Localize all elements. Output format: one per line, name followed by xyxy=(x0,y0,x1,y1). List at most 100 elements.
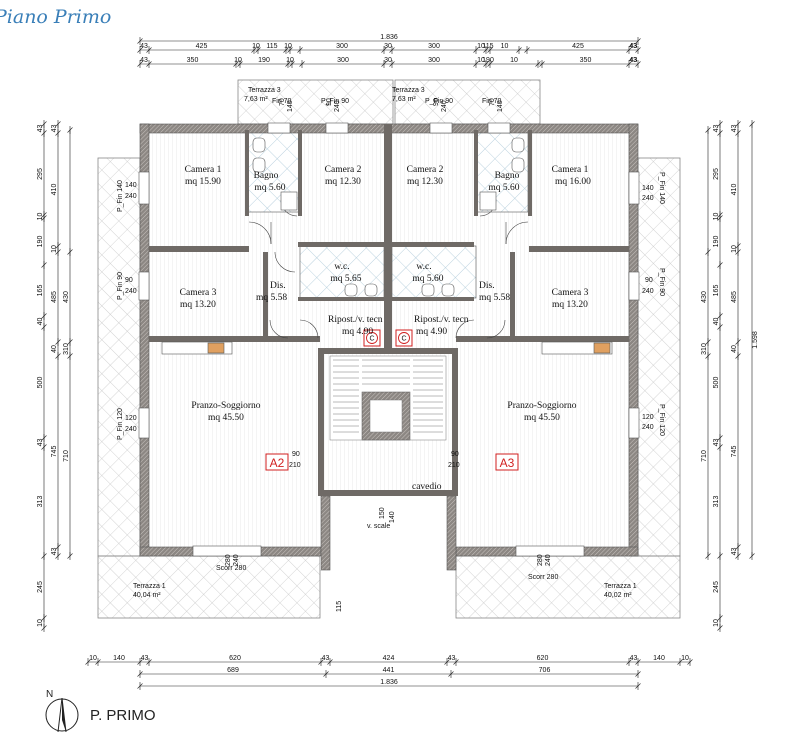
dimension-left-inner: 10 xyxy=(51,245,58,253)
room-ripost-right-area: mq 4.90 xyxy=(416,327,447,337)
c-marker-right: C xyxy=(401,336,406,343)
dimension-right-outer: 313 xyxy=(713,496,720,508)
dimension-left-inner: 745 xyxy=(51,446,58,458)
w90-left: 90 xyxy=(125,277,133,284)
w240-left-b: 240 xyxy=(125,288,137,295)
terrace-top-right-name: Terrazza 3 xyxy=(392,87,425,94)
dimension-bottom-1: 43 xyxy=(448,655,456,662)
dimension-right-windows: 310 xyxy=(701,343,708,355)
dimension-bottom-1: 140 xyxy=(653,655,665,662)
dimension-right-inner: 43 xyxy=(731,548,738,556)
room-camera2-right-name: Camera 2 xyxy=(407,165,444,175)
plan-title: Piano Primo xyxy=(0,6,112,28)
dimension-left-inner: 43 xyxy=(51,548,58,556)
dimension-right-outer: 245 xyxy=(713,581,720,593)
dimension-left-inner: 40 xyxy=(51,345,58,353)
dimension-bottom-1: 43 xyxy=(141,655,149,662)
fin90-right-label: P_Fin 90 xyxy=(425,98,453,105)
d240-right: 240 xyxy=(545,554,552,566)
dimension-left-outer: 43 xyxy=(37,125,44,133)
d240-left: 240 xyxy=(233,554,240,566)
dimension-top-1: 425 xyxy=(572,43,584,50)
windows xyxy=(138,122,640,557)
room-camera1-left-area: mq 15.90 xyxy=(185,177,221,187)
fin120-right-label: P_Fin 120 xyxy=(658,404,665,436)
dimension-right-inner: 10 xyxy=(731,245,738,253)
dimension-bottom-1: 43 xyxy=(322,655,330,662)
fixture-labels: Fin 70 P_Fin 90 P_Fin 90 Fin 70 Scorr 28… xyxy=(117,98,665,612)
pfin90-left-label: P_Fin 90 xyxy=(117,272,124,300)
fin140-right-label: P_Fin 140 xyxy=(658,172,665,204)
dimension-top-1: 425 xyxy=(196,43,208,50)
terrace-bottom-left-name: Terrazza 1 xyxy=(133,583,166,590)
dimension-left-outer: 500 xyxy=(37,377,44,389)
dimension-top-2: 10 xyxy=(510,57,518,64)
w240-right-c: 240 xyxy=(642,424,654,431)
c-marker-left: C xyxy=(369,336,374,343)
dimension-bottom-1: 43 xyxy=(630,655,638,662)
room-camera1-right-name: Camera 1 xyxy=(552,165,589,175)
room-pranzo-right-name: Pranzo-Soggiorno xyxy=(507,401,576,411)
door90-right: 90 xyxy=(451,451,459,458)
room-camera3-left-name: Camera 3 xyxy=(180,288,217,298)
dimension-left-outer: 190 xyxy=(37,236,44,248)
dimension-total-top: 1.836 xyxy=(380,34,398,41)
dimension-top-1: 43 xyxy=(140,43,148,50)
terrace-bottom-right-area: 40,02 m² xyxy=(604,592,632,599)
dimension-left-outer: 10 xyxy=(37,213,44,221)
unit-tags: A2 A3 xyxy=(265,453,519,471)
floor-label: P. PRIMO xyxy=(90,707,156,724)
w240-right-b: 240 xyxy=(642,288,654,295)
room-camera2-left-area: mq 12.30 xyxy=(325,177,361,187)
dimension-top-2: 350 xyxy=(580,57,592,64)
room-bagno-right-name: Bagno xyxy=(495,171,520,181)
terrace-labels: Terrazza 3 7,63 m² Terrazza 3 7,63 m² Te… xyxy=(133,87,637,599)
dimension-left-inner: 43 xyxy=(51,125,58,133)
d150-label: 150 xyxy=(379,507,386,519)
dimension-top-1: 10 xyxy=(284,43,292,50)
w240-left-c: 240 xyxy=(125,426,137,433)
room-dis-right-name: Dis. xyxy=(479,281,495,291)
unit-tag-a3: A3 xyxy=(500,456,515,470)
dimension-right-outer: 295 xyxy=(713,168,720,180)
fin90-left-label: P_Fin 90 xyxy=(321,98,349,105)
dimension-top-2: 300 xyxy=(428,57,440,64)
dimension-left-windows: 310 xyxy=(63,343,70,355)
w90-right: 90 xyxy=(645,277,653,284)
dimension-top-1: 10 xyxy=(252,43,260,50)
dimension-bottom-1: 620 xyxy=(537,655,549,662)
fin120-left-label: P_Fin 120 xyxy=(117,408,124,440)
dimension-bottom-1: 424 xyxy=(383,655,395,662)
w120-right: 120 xyxy=(642,414,654,421)
stairwell xyxy=(329,355,447,441)
dimension-left-outer: 43 xyxy=(37,439,44,447)
w140-top-left: 140 xyxy=(287,100,294,112)
dimension-top-1: 43 xyxy=(629,43,637,50)
dimension-top-1: 10 xyxy=(477,43,485,50)
dimension-right-windows: 710 xyxy=(701,450,708,462)
dimension-top-2: 190 xyxy=(482,57,494,64)
room-dis-right-area: mq 5.58 xyxy=(479,293,510,303)
dimension-right-inner: 485 xyxy=(731,291,738,303)
door210-right: 210 xyxy=(448,462,460,469)
dimension-left-outer: 295 xyxy=(37,168,44,180)
dimension-left-outer: 40 xyxy=(37,318,44,326)
dimension-left-windows: 710 xyxy=(63,450,70,462)
room-bagno-left-area: mq 5.60 xyxy=(254,183,285,193)
cavedio-label: cavedio xyxy=(412,482,442,492)
dimension-left-windows: 430 xyxy=(63,291,70,303)
w70-right: 70 xyxy=(489,98,496,106)
dimension-right-outer: 10 xyxy=(713,213,720,221)
room-wc-right-area: mq 5.60 xyxy=(412,274,443,284)
dimension-right-inner: 745 xyxy=(731,446,738,458)
room-dis-left-name: Dis. xyxy=(270,281,286,291)
north-label: N xyxy=(46,689,53,700)
room-pranzo-right-area: mq 45.50 xyxy=(524,413,560,423)
dimension-right-outer: 40 xyxy=(713,318,720,326)
dimension-top-1: 10 xyxy=(501,43,509,50)
dimension-total-right: 1.598 xyxy=(752,331,759,349)
c-markers: C C xyxy=(363,329,413,347)
dimension-top-2: 30 xyxy=(384,57,392,64)
dimension-top-2: 43 xyxy=(630,57,638,64)
